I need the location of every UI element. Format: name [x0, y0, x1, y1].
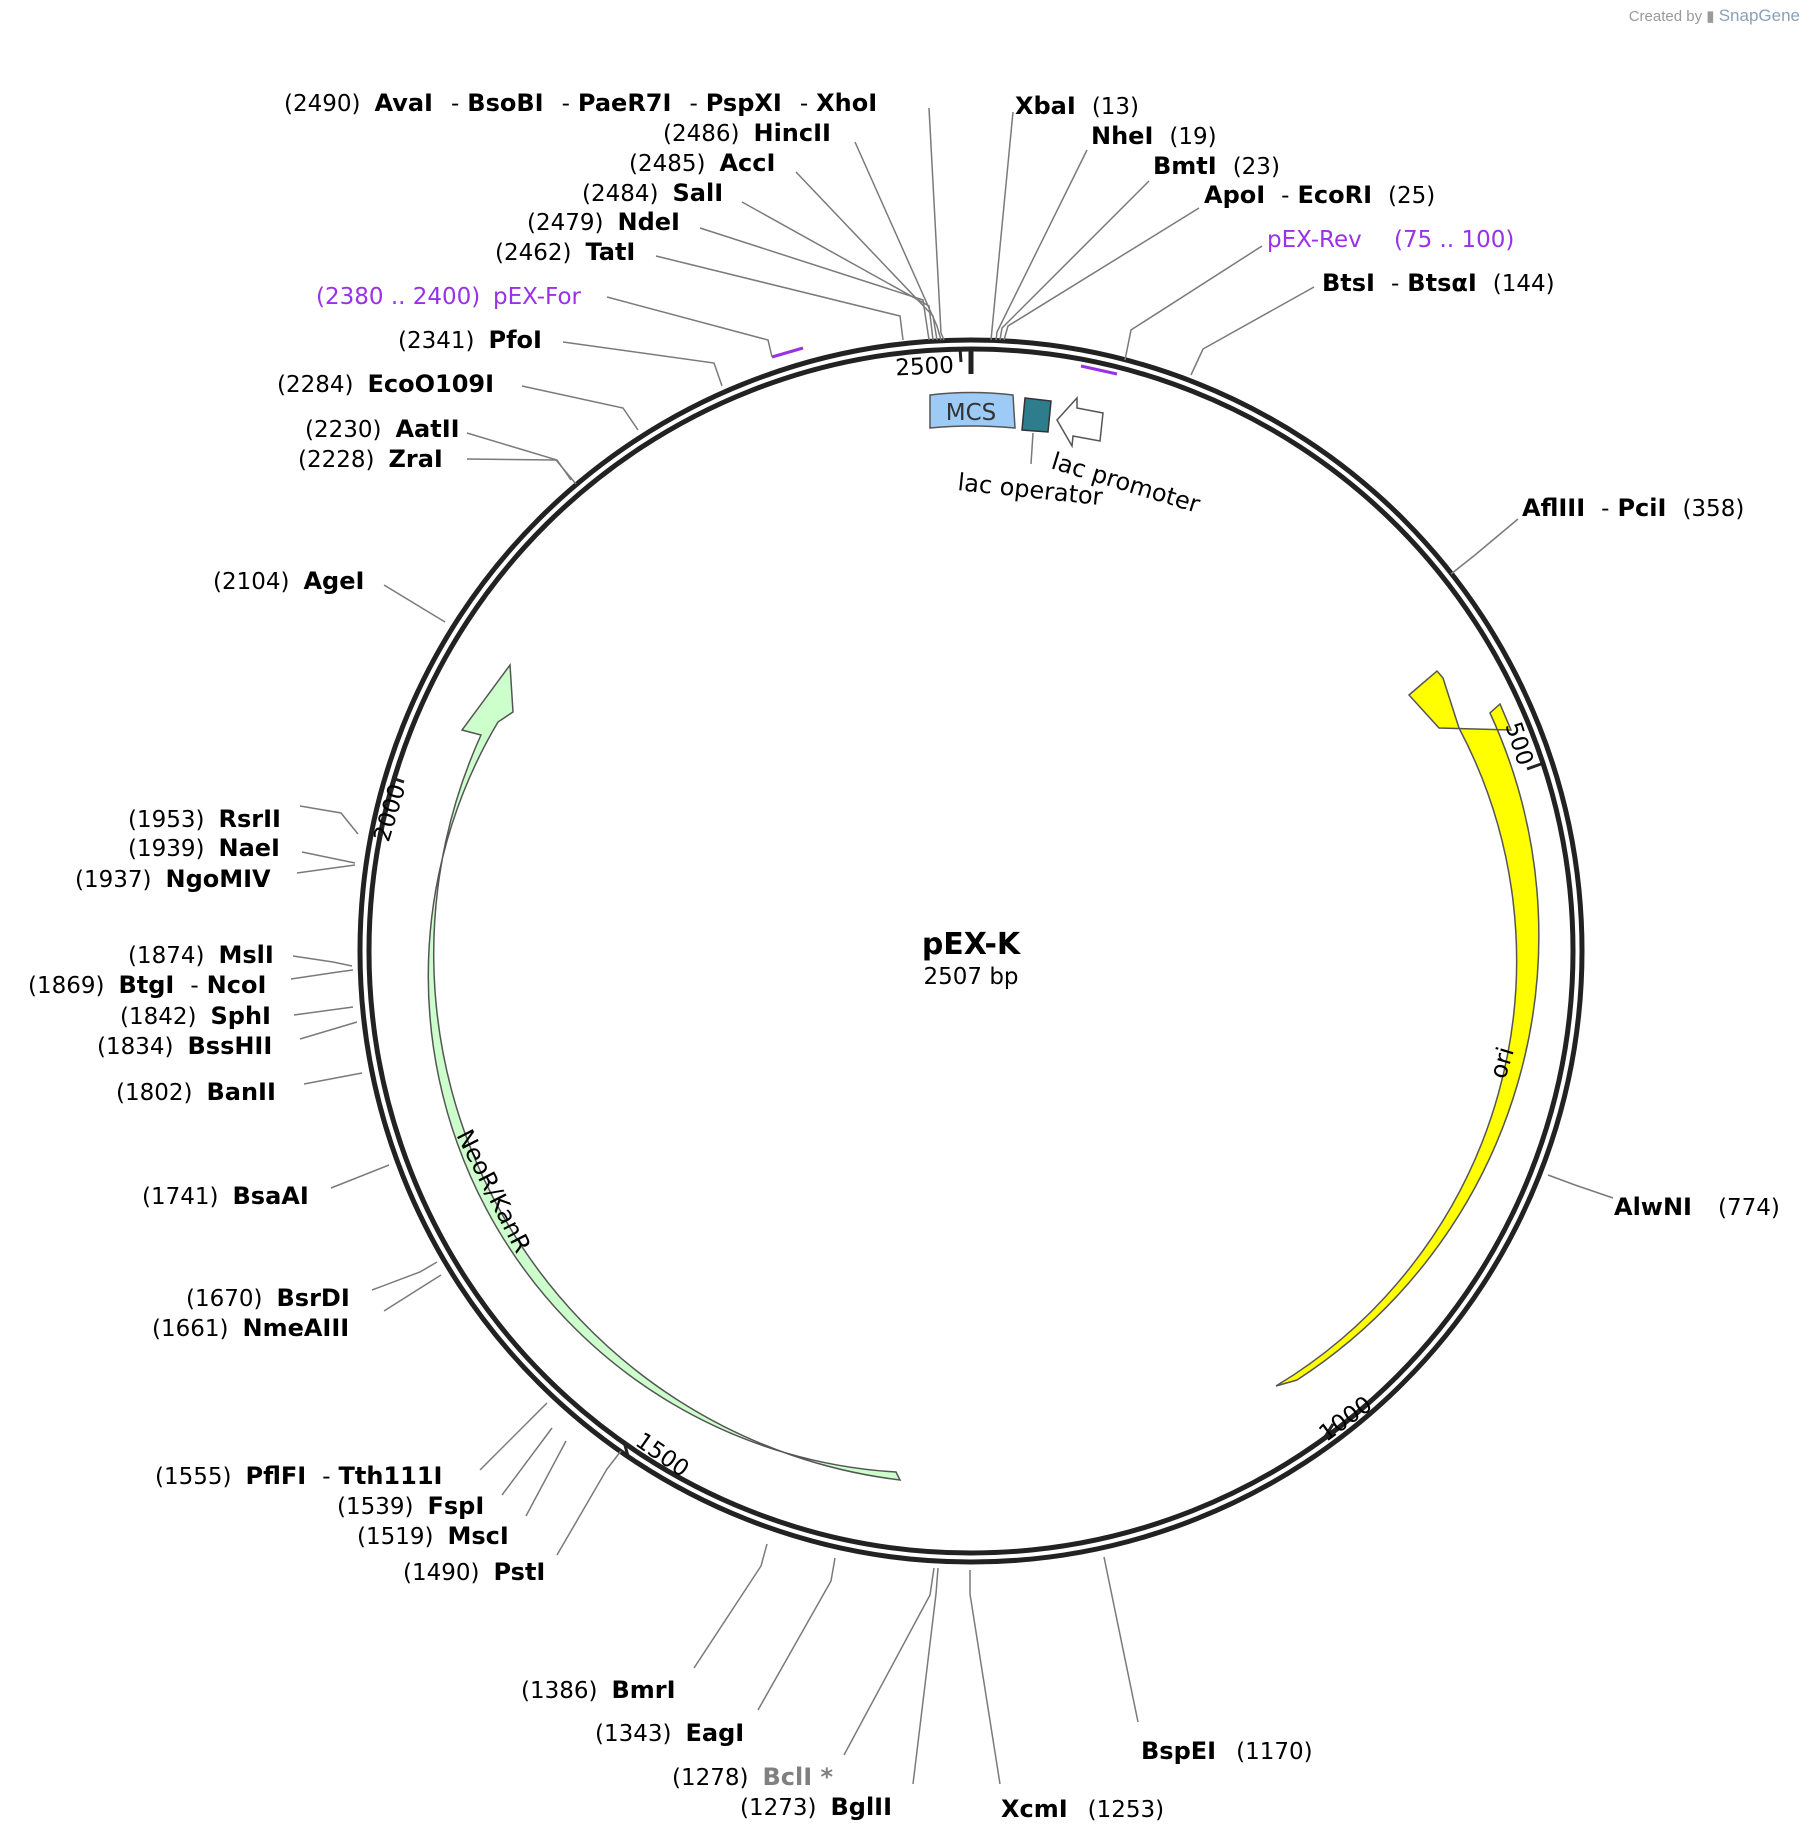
feature-lac-promoter-arrow[interactable] [1056, 396, 1104, 449]
restriction-site-label[interactable]: (2485)AccI [629, 149, 775, 177]
restriction-site-label[interactable]: (2341)PfoI [398, 326, 542, 354]
credit-prefix: Created by [1628, 8, 1703, 25]
restriction-site-label[interactable]: (1953)RsrII [128, 805, 281, 833]
credit-brand: SnapGene [1718, 6, 1800, 25]
restriction-site-label[interactable]: (1834)BssHII [97, 1032, 272, 1060]
primer-pex-rev-name: pEX-Rev [1267, 227, 1362, 253]
restriction-site-label[interactable]: (2484)SalI [582, 179, 723, 207]
site-name: BsoBI [467, 89, 543, 117]
restriction-site-label[interactable]: (1555)PflFI-Tth111I [155, 1462, 442, 1490]
primer-pex-for-mark[interactable] [771, 346, 804, 359]
restriction-site-label[interactable]: NheI(19) [1091, 122, 1217, 150]
restriction-site-label[interactable]: (1490)PstI [403, 1558, 545, 1586]
restriction-site-label[interactable]: (1273)BglII [740, 1793, 892, 1821]
snapgene-logo-icon: ▮ [1706, 8, 1715, 25]
tick-1000 [1323, 1423, 1335, 1438]
restriction-site-label[interactable]: (1343)EagI [595, 1719, 744, 1747]
restriction-site-label[interactable]: (1869)BtgI-NcoI [28, 971, 266, 999]
snapgene-credit: Created by ▮ SnapGene [1629, 6, 1800, 26]
feature-mcs-label: MCS [946, 400, 997, 426]
restriction-site-label[interactable]: (2104)AgeI [213, 567, 364, 595]
restriction-site-label[interactable]: (1670)BsrDI [186, 1284, 350, 1312]
restriction-site-label[interactable]: (2230)AatII [305, 415, 460, 443]
restriction-site-label[interactable]: (2462)TatI [495, 238, 635, 266]
restriction-site-label[interactable]: (2486)HincII [663, 119, 831, 147]
restriction-site-label[interactable]: (2228)ZraI [298, 445, 443, 473]
restriction-site-label[interactable]: BtsI-BtsαI(144) [1322, 269, 1555, 297]
restriction-site-label[interactable]: XbaI(13) [1015, 92, 1139, 120]
plasmid-name: pEX-K [922, 927, 1022, 962]
restriction-site-label[interactable]: (1802)BanII [116, 1078, 276, 1106]
restriction-site-label[interactable]: (1937)NgoMIV [75, 865, 271, 893]
restriction-site-label[interactable]: ApoI-EcoRI(25) [1204, 181, 1435, 209]
primer-pex-for-name: pEX-For [493, 284, 582, 310]
tick-500 [1526, 762, 1542, 771]
site-name: XhoI [816, 89, 877, 117]
restriction-site-label[interactable]: AlwNI(774) [1614, 1193, 1780, 1221]
site-leader-lines [290, 107, 1614, 1785]
restriction-site-label[interactable]: (1939)NaeI [128, 834, 280, 862]
restriction-site-label[interactable]: (2490)AvaI-BsoBI-PaeR7I-PspXI-XhoI [284, 89, 877, 117]
backbone-outer-ring [357, 337, 1585, 1565]
primer-pex-for-range: (2380 .. 2400) [316, 284, 480, 310]
primer-pex-rev-range: (75 .. 100) [1394, 227, 1514, 253]
restriction-site-label[interactable]: (1539)FspI [337, 1492, 484, 1520]
restriction-site-label[interactable]: XcmI(1253) [1001, 1795, 1164, 1823]
restriction-site-label[interactable]: BspEI(1170) [1141, 1737, 1313, 1765]
tick-2000 [391, 776, 405, 784]
restriction-site-label[interactable]: (1741)BsaAI [142, 1182, 309, 1210]
site-name: AvaI [374, 89, 433, 117]
restriction-site-label[interactable]: (1519)MscI [357, 1522, 509, 1550]
restriction-site-label[interactable]: (2479)NdeI [527, 208, 680, 236]
restriction-site-label[interactable]: AflIII-PciI(358) [1522, 494, 1744, 522]
restriction-site-label[interactable]: (1874)MslI [128, 941, 274, 969]
feature-neor-arrow[interactable] [427, 662, 902, 1481]
tick-label-2500: 2500 [895, 352, 955, 381]
plasmid-size: 2507 bp [923, 964, 1018, 990]
feature-neor-label: NeoR/KanR [451, 1125, 537, 1257]
restriction-site-label[interactable]: (1278)BclI * [672, 1763, 834, 1791]
restriction-site-label[interactable]: BmtI(23) [1153, 152, 1280, 180]
restriction-site-label[interactable]: (1842)SphI [120, 1002, 271, 1030]
feature-mcs-box[interactable] [929, 391, 1016, 429]
tick-1500 [622, 1441, 630, 1457]
feature-ori-arrow[interactable] [1275, 669, 1540, 1387]
site-pos: (2490) [284, 91, 360, 117]
site-name: PspXI [706, 89, 782, 117]
restriction-site-label[interactable]: (2284)EcoO109I [277, 370, 494, 398]
site-labels: (2490)AvaI-BsoBI-PaeR7I-PspXI-XhoI (2486… [28, 89, 1780, 1823]
restriction-site-label[interactable]: (1661)NmeAIII [152, 1314, 349, 1342]
feature-lac-operator-box[interactable] [1021, 397, 1052, 433]
primer-pex-rev-mark[interactable] [1080, 364, 1118, 376]
restriction-site-label[interactable]: (1386)BmrI [521, 1676, 676, 1704]
tick-label-1500: 1500 [631, 1428, 694, 1483]
site-name: PaeR7I [578, 89, 672, 117]
tick-label-1000: 1000 [1315, 1392, 1378, 1447]
